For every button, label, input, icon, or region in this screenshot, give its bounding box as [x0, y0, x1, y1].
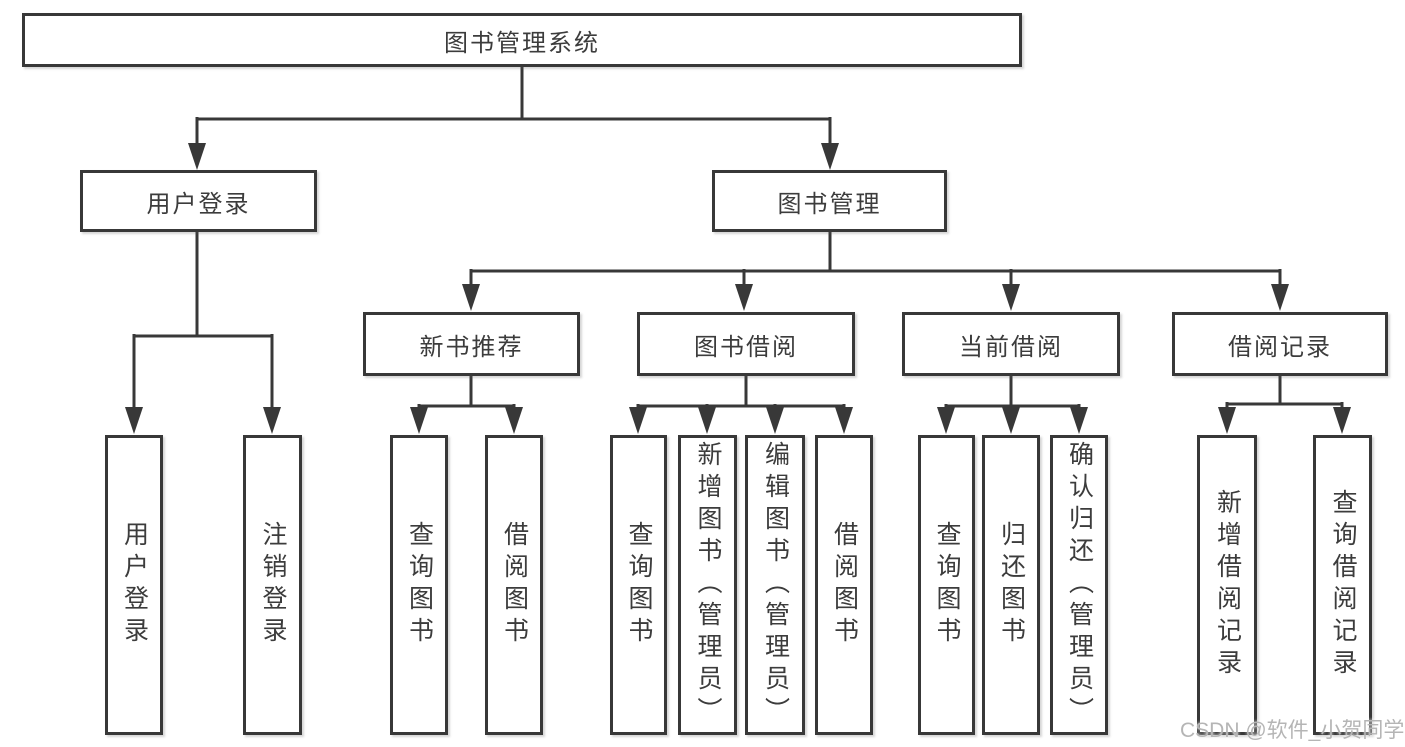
node-label: 图书管理系统 [444, 29, 600, 57]
edge-userlogin-to-leaves [132, 232, 274, 409]
leaf-add-books-admin: 新增图书（管理员） [678, 435, 737, 735]
node-label: 借阅记录 [1228, 333, 1332, 361]
edge-current-to-leaves [944, 376, 1081, 410]
node-user-login: 用户登录 [80, 170, 317, 232]
node-label: 用户登录 [120, 521, 149, 649]
node-label: 图书借阅 [694, 333, 798, 361]
node-label: 归还图书 [997, 521, 1026, 649]
node-book-management: 图书管理 [712, 170, 947, 232]
edge-records-to-leaves [1225, 376, 1344, 410]
node-book-borrowing: 图书借阅 [637, 312, 855, 376]
leaf-return-books: 归还图书 [982, 435, 1040, 735]
node-new-book-recommend: 新书推荐 [363, 312, 580, 376]
node-label: 编辑图书（管理员） [761, 441, 790, 729]
leaf-add-borrow-record: 新增借阅记录 [1197, 435, 1257, 735]
node-label: 注销登录 [259, 521, 287, 649]
node-label: 当前借阅 [959, 333, 1063, 361]
node-label: 借阅图书 [500, 521, 529, 649]
leaf-logout-action: 注销登录 [243, 435, 302, 735]
node-label: 查询图书 [625, 521, 653, 649]
edge-bookmgmt-to-level3 [469, 232, 1282, 287]
edge-newbook-to-leaves [417, 376, 516, 410]
node-label: 用户登录 [146, 190, 251, 218]
node-label: 新增借阅记录 [1213, 489, 1242, 681]
node-current-borrowing: 当前借阅 [902, 312, 1120, 376]
leaf-user-login-action: 用户登录 [105, 435, 163, 735]
leaf-query-borrow-record: 查询借阅记录 [1313, 435, 1372, 735]
node-label: 借阅图书 [830, 521, 859, 649]
node-library-management-system: 图书管理系统 [22, 13, 1022, 67]
edge-root-to-level2 [195, 67, 832, 146]
leaf-query-books-current: 查询图书 [918, 435, 975, 735]
node-label: 查询图书 [933, 521, 961, 649]
leaf-confirm-return-admin: 确认归还（管理员） [1050, 435, 1108, 735]
node-label: 新书推荐 [419, 333, 524, 361]
node-label: 确认归还（管理员） [1065, 441, 1094, 729]
node-borrowing-records: 借阅记录 [1172, 312, 1388, 376]
edge-borrowing-to-leaves [636, 376, 846, 410]
leaf-borrow-books-recommend: 借阅图书 [485, 435, 543, 735]
leaf-edit-books-admin: 编辑图书（管理员） [745, 435, 805, 735]
leaf-query-books-recommend: 查询图书 [390, 435, 448, 735]
node-label: 图书管理 [777, 190, 882, 218]
node-label: 新增图书（管理员） [694, 441, 722, 729]
csdn-watermark: CSDN @软件_小贺同学 [1180, 719, 1405, 742]
node-label: 查询借阅记录 [1329, 489, 1357, 681]
leaf-borrow-books-borrow: 借阅图书 [815, 435, 873, 735]
leaf-query-books-borrow: 查询图书 [610, 435, 667, 735]
node-label: 查询图书 [405, 521, 434, 649]
